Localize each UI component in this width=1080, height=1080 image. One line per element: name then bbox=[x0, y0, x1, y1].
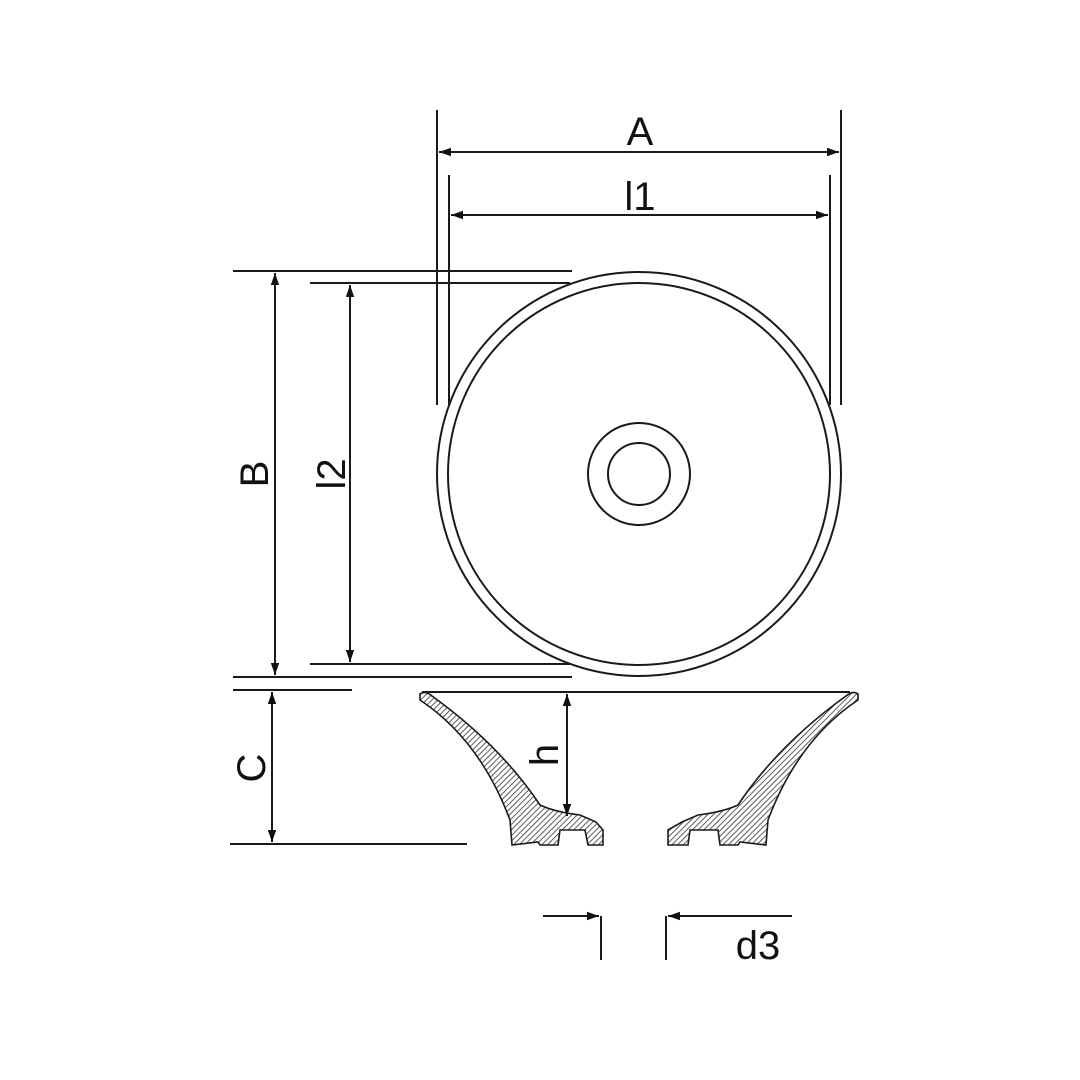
outer-rim-circle bbox=[436, 271, 842, 677]
right-wall-section bbox=[667, 691, 859, 846]
inner-rim-circle bbox=[447, 282, 831, 666]
dimension-c: C bbox=[230, 689, 467, 845]
dimension-a: A bbox=[436, 110, 842, 405]
label-d3: d3 bbox=[736, 924, 781, 968]
basin-cross-section: h bbox=[419, 691, 859, 846]
dimension-l1: l1 bbox=[448, 175, 831, 405]
dimension-l2: l2 bbox=[310, 282, 570, 665]
dimension-b: B bbox=[233, 270, 572, 678]
label-l2: l2 bbox=[310, 458, 354, 489]
dimension-d3: d3 bbox=[543, 911, 792, 968]
label-a: A bbox=[627, 110, 654, 154]
left-wall-section bbox=[419, 691, 604, 846]
label-b: B bbox=[233, 461, 277, 488]
basin-top-view bbox=[436, 271, 842, 677]
drain-inner-circle bbox=[607, 442, 671, 506]
drain-outer-circle bbox=[587, 422, 691, 526]
label-l1: l1 bbox=[624, 175, 655, 219]
label-c: C bbox=[230, 754, 274, 783]
label-h: h bbox=[523, 744, 567, 766]
